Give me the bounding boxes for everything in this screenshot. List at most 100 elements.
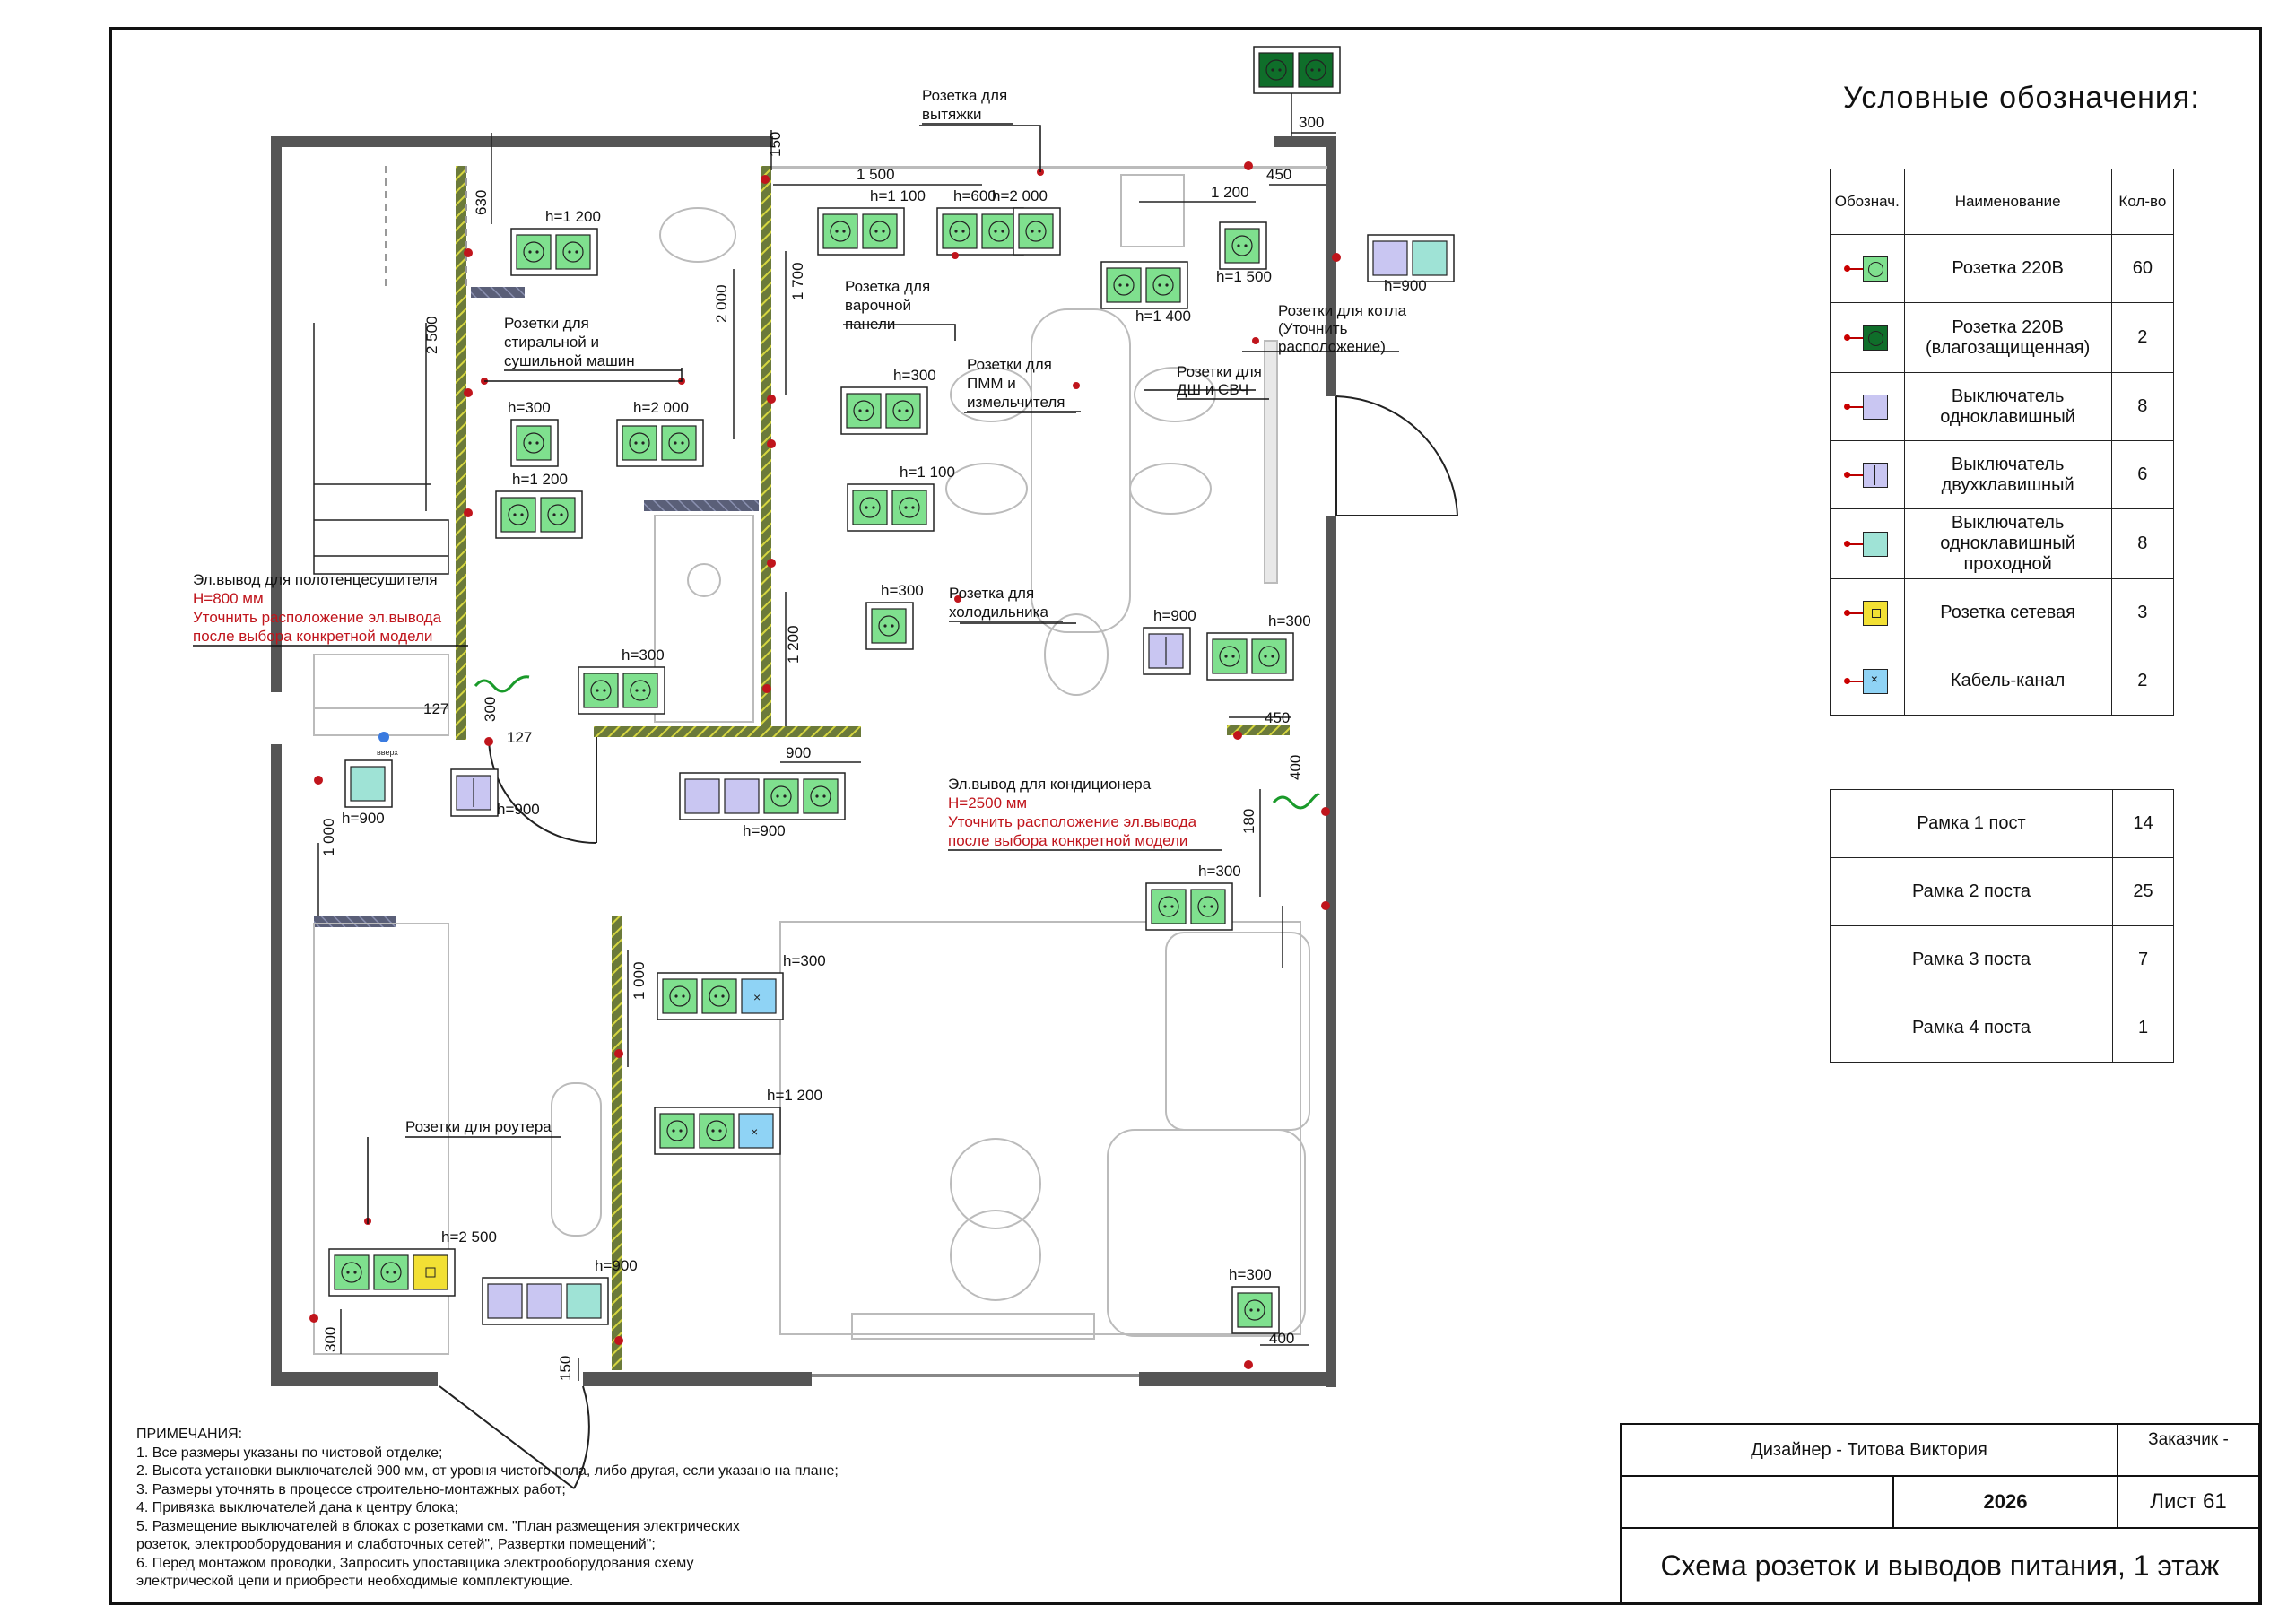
height-label: h=1 200 (545, 208, 601, 225)
height-label: h=300 (881, 582, 924, 599)
pass-switch-icon (1843, 531, 1888, 557)
socket-icon (516, 425, 552, 461)
legend-qty: 3 (2110, 578, 2175, 647)
year: 2026 (1983, 1490, 2028, 1513)
socket-icon (1251, 638, 1287, 674)
label-towel-note-2: после выбора конкретной модели (193, 628, 432, 645)
outlet-block: h=300 (840, 367, 936, 435)
frame-name: Рамка 1 пост (1830, 789, 2113, 858)
outlet-block: h=900 (1143, 607, 1196, 675)
outer-walls (271, 136, 1336, 1387)
label-ac-note-2: после выбора конкретной модели (948, 832, 1187, 849)
socket-icon (500, 497, 536, 533)
label-washer-2: стиральной и (504, 334, 599, 351)
drawing-sheet (109, 27, 2262, 1605)
label-ac-height: H=2500 мм (948, 794, 1027, 812)
legend-table: Обознач. Наименование Кол-во Розетка 220… (1830, 169, 2175, 716)
label-boiler-3: расположение) (1278, 338, 1386, 355)
leader-dot (1252, 337, 1259, 344)
socket-icon (1106, 267, 1142, 303)
waterproof-socket-icon (1843, 325, 1888, 351)
socket-icon (1212, 638, 1248, 674)
outlet-block: h=300 (508, 399, 559, 467)
outlet-block (1253, 46, 1341, 94)
dim-1700: 1 700 (789, 262, 806, 300)
label-router: Розетки для роутера (405, 1118, 552, 1135)
dim-900: 900 (786, 744, 811, 761)
outlet-block: h=300 (1206, 612, 1311, 681)
cable-channel-icon (738, 1113, 774, 1149)
label-underlines (193, 123, 1269, 851)
legend-symbol-cell (1830, 578, 1905, 647)
legend-qty: 8 (2110, 508, 2175, 579)
wall-marker (1321, 901, 1330, 910)
pass-switch-icon (566, 1283, 602, 1319)
label-fridge-1: Розетка для (949, 585, 1034, 602)
height-label: h=900 (1153, 607, 1196, 624)
outlet-block: h=1 200 (510, 208, 601, 276)
legend-qty: 6 (2110, 440, 2175, 509)
outlet-block: h=2 500 (328, 1228, 497, 1297)
outlet-block: h=1 200 (495, 471, 583, 539)
svg-text:×: × (753, 990, 761, 1004)
frame-qty: 25 (2112, 857, 2174, 926)
label-dishwasher-1: Розетки для (967, 356, 1052, 373)
label-ac: Эл.вывод для кондиционера (948, 776, 1152, 793)
wall-marker (614, 1336, 623, 1345)
note-line: 6. Перед монтажом проводки, Запросить уп… (136, 1555, 694, 1571)
legend-title: Условные обозначения: (1843, 81, 2200, 115)
legend-name: Розетка сетевая (1903, 578, 2112, 647)
cable-channel-icon: × (1843, 668, 1888, 694)
dim-2500: 2 500 (423, 316, 440, 354)
drawing-title-cell: Схема розеток и выводов питания, 1 этаж (1620, 1527, 2260, 1605)
socket-icon (822, 213, 858, 249)
note-line: 3. Размеры уточнять в процессе строитель… (136, 1481, 566, 1497)
outlet-block: h=900 (450, 768, 540, 818)
height-label: h=1 400 (1135, 308, 1191, 325)
height-label: h=900 (497, 801, 540, 818)
socket-icon (803, 778, 839, 814)
single-switch-icon (526, 1283, 562, 1319)
legend-symbol-cell (1830, 508, 1905, 579)
wall-marker (484, 737, 493, 746)
label-dishwasher-3: измельчителя (967, 394, 1065, 411)
dim-180: 180 (1240, 809, 1257, 834)
height-label: h=900 (743, 822, 786, 839)
legend-symbol-cell (1830, 234, 1905, 303)
socket-icon (846, 393, 882, 429)
legend-qty: 2 (2110, 647, 2175, 716)
leader-lines (367, 125, 1399, 1224)
legend-symbol-cell: × (1830, 647, 1905, 716)
single-switch-icon (1372, 240, 1408, 276)
note-line: 1. Все размеры указаны по чистовой отдел… (136, 1445, 443, 1461)
outlet-block: h=300 (865, 582, 924, 650)
frame-name: Рамка 3 поста (1830, 925, 2113, 994)
outlet-block: h=1 500 (1216, 221, 1272, 285)
wall-marker (1332, 253, 1341, 262)
socket-icon (981, 213, 1017, 249)
dim-1000-mid: 1 000 (631, 961, 648, 1000)
socket-icon (871, 608, 907, 644)
pass-switch-icon (1412, 240, 1448, 276)
dim-1000-left: 1 000 (320, 818, 337, 856)
title-block: Дизайнер - Титова Виктория Заказчик - 20… (1620, 1423, 2260, 1605)
wall-marker (761, 175, 770, 184)
stairs-up-label: вверх (377, 748, 398, 757)
waterproof-socket-icon (1258, 52, 1294, 88)
wall-marker (1233, 731, 1242, 740)
socket-icon (701, 978, 737, 1014)
wall-marker (767, 439, 776, 448)
socket-icon (1237, 1292, 1273, 1328)
dim-1200: 1 200 (1211, 184, 1249, 201)
socket-icon (1190, 889, 1226, 924)
wall-marker (309, 1314, 318, 1323)
pass-switch-icon (350, 766, 386, 802)
dim-450-top: 450 (1266, 166, 1292, 183)
dim-150-bottom: 150 (557, 1356, 574, 1381)
